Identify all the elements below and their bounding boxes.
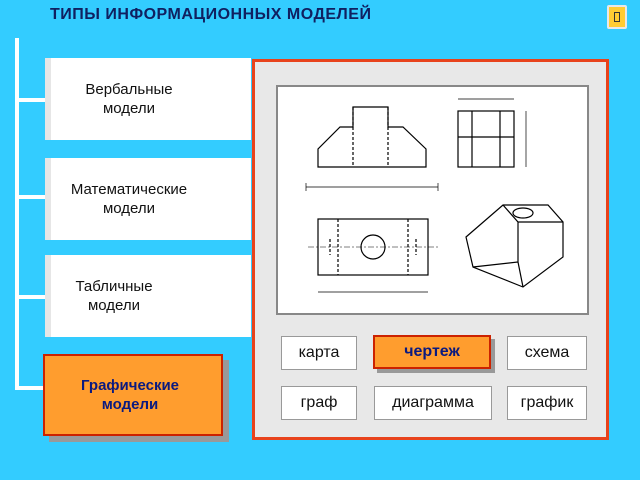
- page-title: ТИПЫ ИНФОРМАЦИОННЫХ МОДЕЛЕЙ: [50, 6, 372, 23]
- nav-item-label: Математические модели: [70, 181, 188, 217]
- option-scheme[interactable]: схема: [507, 336, 587, 370]
- nav-tick: [15, 195, 45, 199]
- nav-item-graphic[interactable]: Графические модели: [43, 354, 223, 436]
- nav-tick: [15, 98, 45, 102]
- option-chart[interactable]: график: [507, 386, 587, 420]
- nav-item-label: Табличные модели: [75, 278, 153, 314]
- nav-item-verbal[interactable]: Вербальные модели: [45, 58, 251, 140]
- front-view: [317, 106, 427, 168]
- corner-button[interactable]: [607, 5, 627, 29]
- book-icon: [614, 12, 620, 22]
- nav-item-label: Графические модели: [80, 377, 180, 413]
- option-diagram[interactable]: диаграмма: [374, 386, 492, 420]
- isometric-view: [465, 204, 564, 288]
- option-drawing[interactable]: чертеж: [373, 335, 491, 369]
- nav-tick: [15, 295, 45, 299]
- nav-item-label: Вербальные модели: [85, 81, 173, 117]
- nav-rail: [15, 38, 19, 390]
- option-map[interactable]: карта: [281, 336, 357, 370]
- option-graph[interactable]: граф: [281, 386, 357, 420]
- side-view: [457, 110, 515, 168]
- nav-item-math[interactable]: Математические модели: [45, 158, 251, 240]
- nav-item-table[interactable]: Табличные модели: [45, 255, 251, 337]
- technical-drawing-image: [276, 85, 589, 315]
- nav-tick: [15, 386, 45, 390]
